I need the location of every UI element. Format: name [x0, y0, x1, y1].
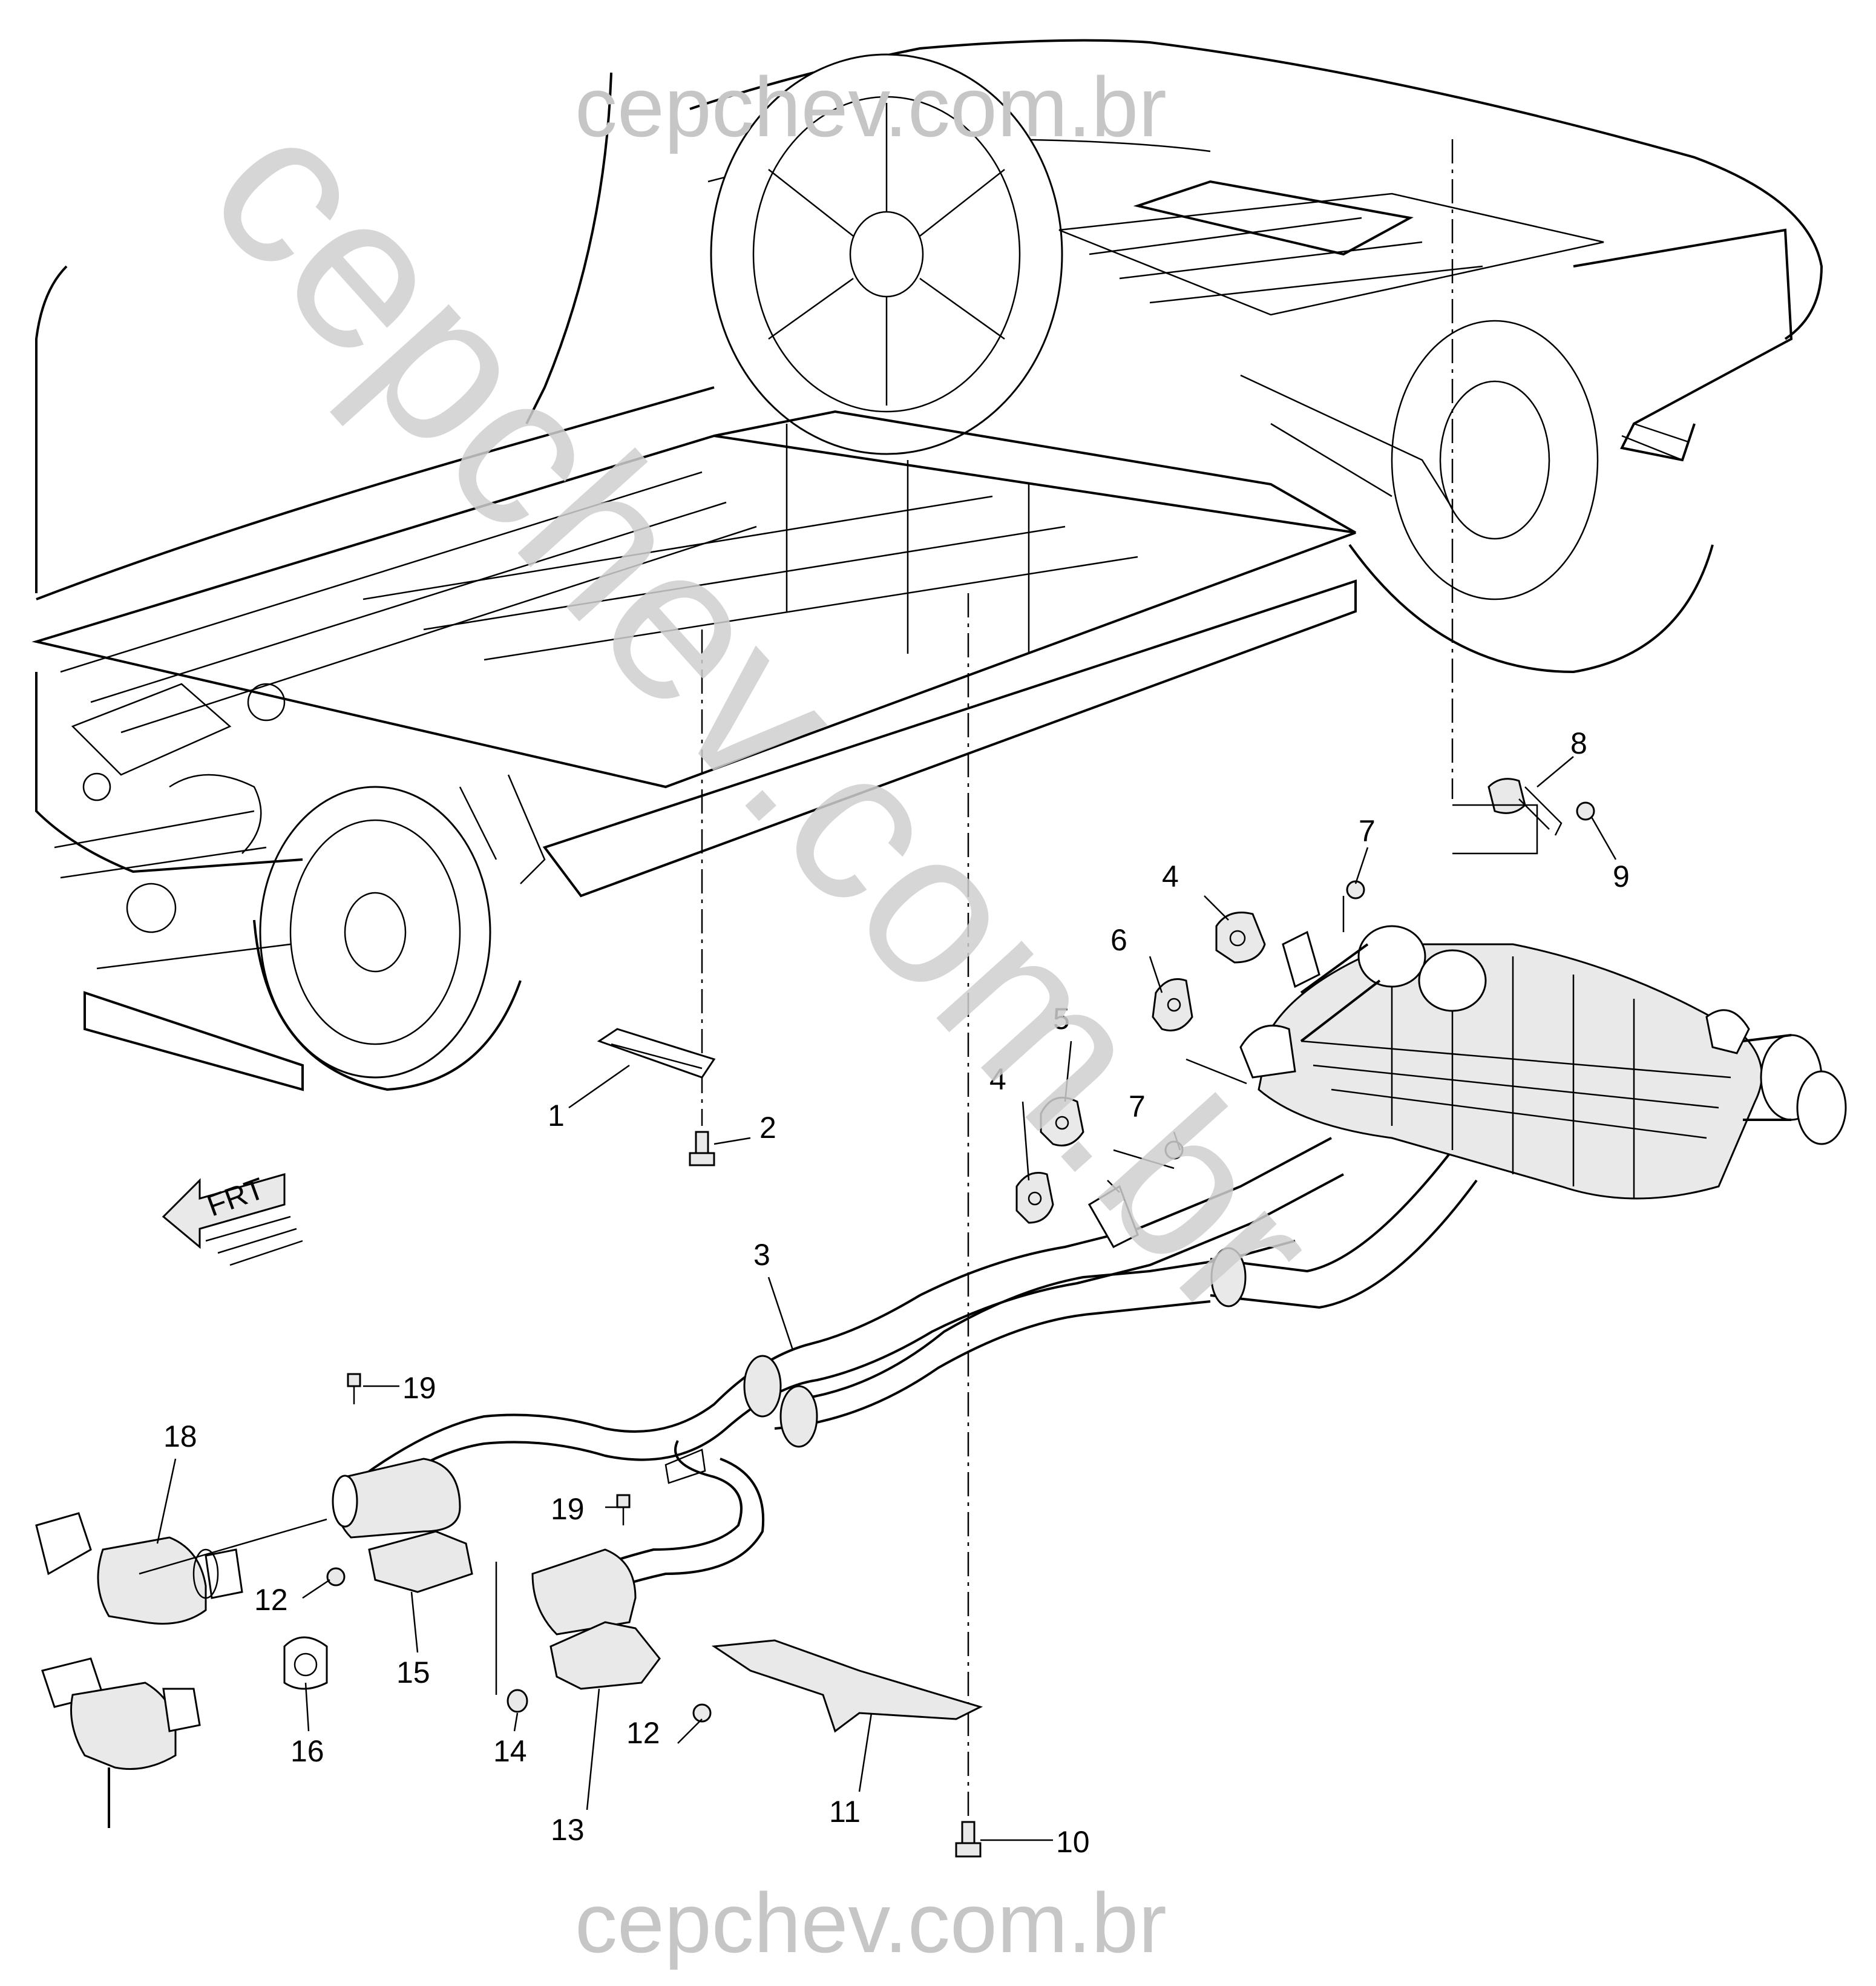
- bolt-10: [955, 1821, 982, 1858]
- bracket-1: [597, 1028, 716, 1079]
- bolt-2: [689, 1131, 715, 1166]
- heat-shield-11: [711, 1639, 983, 1733]
- callout-14: 14: [493, 1734, 527, 1768]
- callout-4-upper: 4: [1162, 860, 1179, 893]
- callout-11: 11: [829, 1795, 861, 1829]
- callout-labels: 1 2 3 4 4 5 6 7 7 8 9 10 11 12 12 13 14 …: [163, 726, 1630, 1859]
- exhaust-pipe-assembly: [35, 778, 1847, 1858]
- callout-3: 3: [753, 1238, 770, 1272]
- vehicle-underbody: [31, 39, 1823, 1828]
- nut-7-upper: [1346, 880, 1365, 899]
- callout-1: 1: [548, 1099, 565, 1133]
- callout-16: 16: [290, 1734, 324, 1768]
- nut-12-upper: [326, 1567, 346, 1586]
- bolt-19-upper: [347, 1373, 361, 1404]
- nut-14: [507, 1689, 528, 1713]
- nut-9: [1576, 801, 1595, 821]
- nut-12-lower: [692, 1703, 712, 1723]
- callout-19-upper: 19: [402, 1371, 436, 1405]
- front-direction-marker: FRT: [162, 1171, 303, 1266]
- front-wheel: [253, 786, 522, 1091]
- clamp-16: [283, 1636, 328, 1690]
- callout-leaders: [139, 756, 1617, 1841]
- bolt-19-lower: [616, 1494, 631, 1525]
- callout-2: 2: [759, 1111, 776, 1145]
- clamp-lower: [779, 1385, 818, 1448]
- hanger-insulator-8: [1452, 778, 1563, 855]
- hanger-insulator-6: [1152, 978, 1247, 1085]
- heat-shield-13: [549, 1621, 661, 1690]
- muffler: [1239, 925, 1847, 1200]
- converter-pipe-section-lower: [531, 1548, 637, 1636]
- tailpipe-tip-3: [1357, 925, 1426, 988]
- callout-18: 18: [163, 1419, 197, 1453]
- hanger-insulator-4-lower: [1015, 1172, 1054, 1224]
- callout-12-upper: 12: [254, 1583, 288, 1617]
- tailpipe-tip-4: [1418, 949, 1487, 1012]
- callout-7-lower: 7: [1129, 1090, 1146, 1123]
- tailpipe-tip-2: [1796, 1070, 1847, 1145]
- callout-12-lower: 12: [626, 1716, 660, 1750]
- catalytic-converter-18: [35, 1512, 243, 1625]
- callout-4-lower: 4: [989, 1062, 1006, 1096]
- callout-8: 8: [1570, 726, 1587, 760]
- clamp-rear: [1210, 1247, 1247, 1307]
- watermark-bottom: cepchev.com.br: [575, 1875, 1167, 1970]
- callout-7-upper: 7: [1359, 814, 1376, 848]
- clamp-upper: [743, 1355, 782, 1418]
- callout-10: 10: [1056, 1825, 1090, 1859]
- callout-15: 15: [396, 1656, 430, 1689]
- callout-9: 9: [1613, 860, 1630, 893]
- heat-shield-15: [368, 1530, 473, 1593]
- callout-19-lower: 19: [551, 1492, 585, 1526]
- right-rear-wheel: [1348, 320, 1714, 674]
- callout-13: 13: [551, 1813, 585, 1847]
- hanger-insulator-5: [1040, 1096, 1084, 1146]
- callout-5: 5: [1053, 1002, 1070, 1036]
- rear-wheel: [710, 53, 1063, 455]
- callout-6: 6: [1110, 923, 1127, 957]
- watermark-top: cepchev.com.br: [575, 59, 1167, 154]
- hanger-insulator-4-upper: [1215, 912, 1266, 964]
- front-arrow-icon: [162, 1173, 286, 1249]
- catalytic-converter-lower: [41, 1657, 201, 1828]
